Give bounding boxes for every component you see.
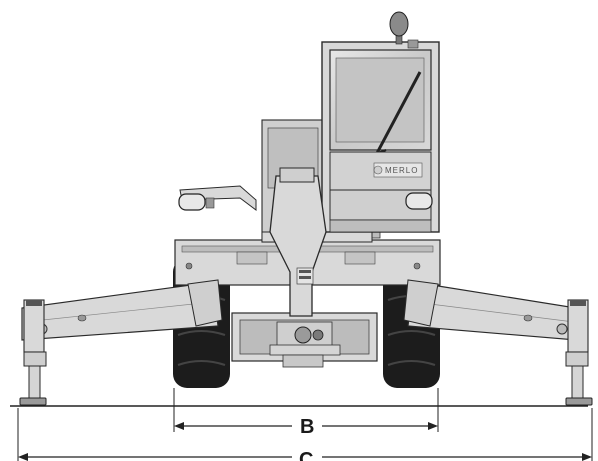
- right-outrigger: [403, 279, 593, 406]
- dimension-b-label: B: [300, 416, 314, 438]
- right-headlight: [405, 192, 433, 210]
- dimension-b: B: [173, 388, 439, 438]
- front-hitch: [231, 312, 378, 368]
- dimension-c: C: [17, 408, 593, 461]
- left-light-arm: [178, 185, 257, 211]
- wiper-arm: [374, 71, 422, 156]
- beacon-light-icon: [389, 11, 409, 37]
- operator-cab: MERLO: [321, 11, 440, 233]
- dimension-c-label: C: [299, 449, 313, 461]
- left-outrigger: [19, 279, 223, 406]
- brand-text: MERLO: [385, 166, 418, 175]
- telescopic-boom: [269, 167, 327, 317]
- brand-logo-icon: [373, 165, 383, 175]
